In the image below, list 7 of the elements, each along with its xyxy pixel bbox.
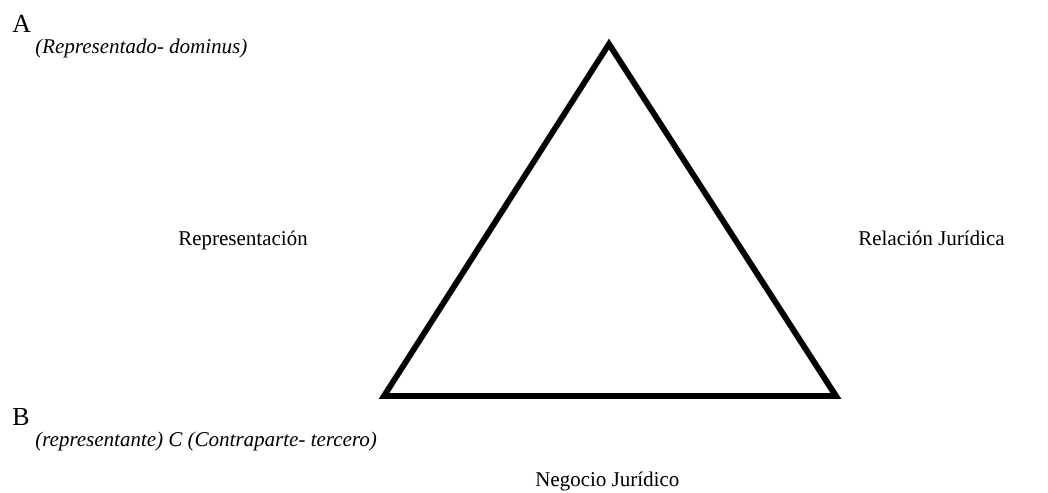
side-label: Representación [178,230,308,250]
vertex-letter: B [12,407,29,426]
side-label: Negocio Jurídico [535,471,679,491]
vertex-caption: (representante) C (Contraparte- tercero) [35,431,377,451]
side-label: Relación Jurídica [858,230,1005,246]
vertex-letter: A [12,14,31,32]
vertex-caption: (Representado- dominus) [35,38,247,58]
